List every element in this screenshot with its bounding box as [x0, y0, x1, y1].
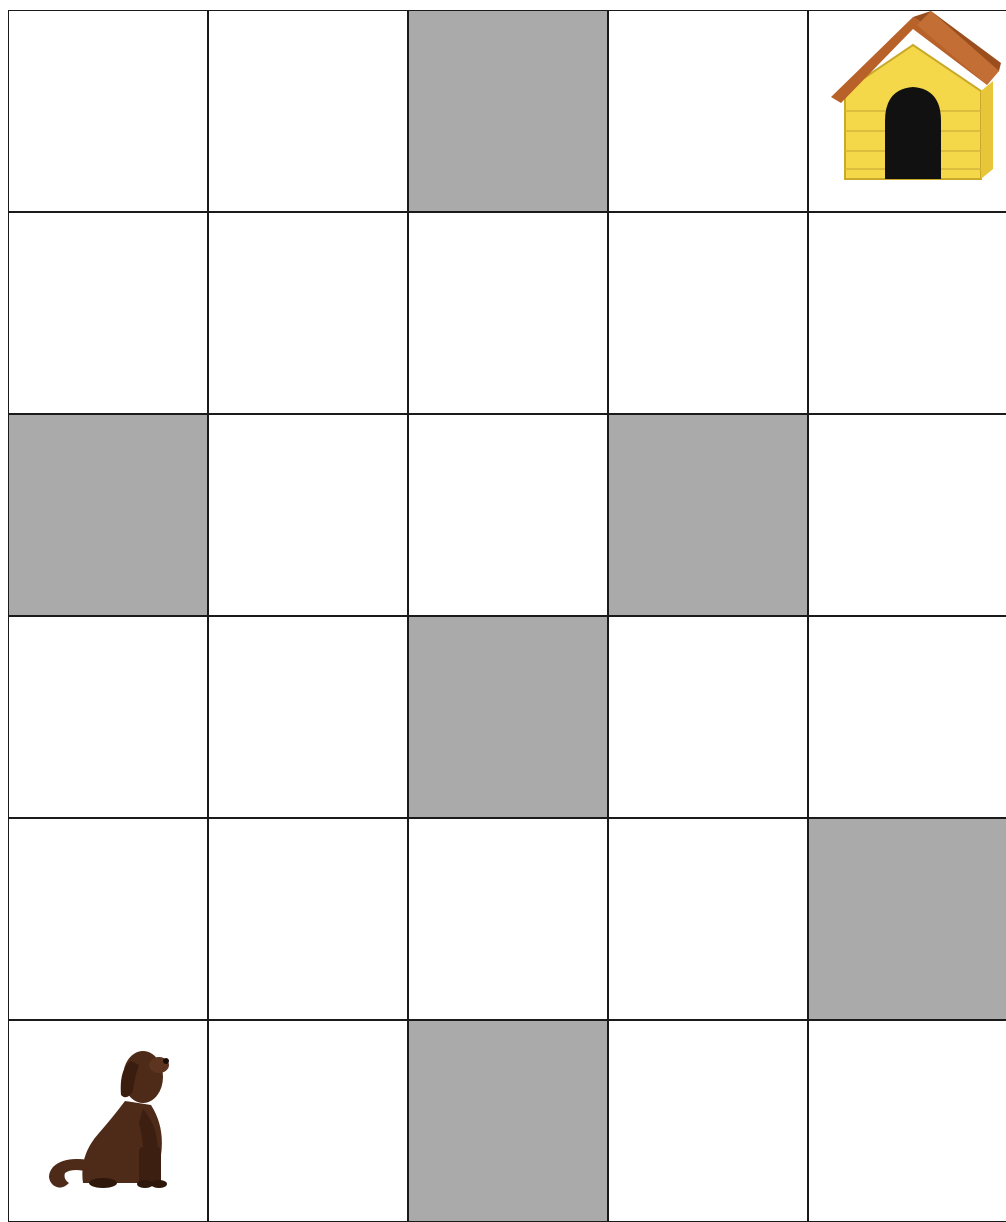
open-cell[interactable]: [608, 1020, 808, 1222]
blocked-cell[interactable]: [808, 818, 1006, 1020]
open-cell[interactable]: [208, 818, 408, 1020]
grid-row: [8, 10, 1006, 212]
open-cell[interactable]: [208, 1020, 408, 1222]
grid-row: [8, 818, 1006, 1020]
blocked-cell[interactable]: [408, 10, 608, 212]
open-cell[interactable]: [208, 414, 408, 616]
blocked-cell[interactable]: [8, 414, 208, 616]
open-cell[interactable]: [408, 212, 608, 414]
open-cell[interactable]: [408, 414, 608, 616]
open-cell[interactable]: [608, 616, 808, 818]
grid-row: [8, 1020, 1006, 1222]
open-cell[interactable]: [208, 212, 408, 414]
blocked-cell[interactable]: [608, 414, 808, 616]
open-cell[interactable]: [808, 616, 1006, 818]
dog-icon[interactable]: [43, 1043, 183, 1193]
open-cell[interactable]: [808, 1020, 1006, 1222]
blocked-cell[interactable]: [408, 616, 608, 818]
grid-row: [8, 414, 1006, 616]
open-cell[interactable]: [808, 212, 1006, 414]
open-cell[interactable]: [8, 616, 208, 818]
grid-row: [8, 616, 1006, 818]
grid-row: [8, 212, 1006, 414]
open-cell[interactable]: [808, 10, 1006, 212]
open-cell[interactable]: [8, 10, 208, 212]
open-cell[interactable]: [208, 616, 408, 818]
open-cell[interactable]: [8, 1020, 208, 1222]
open-cell[interactable]: [608, 818, 808, 1020]
open-cell[interactable]: [608, 10, 808, 212]
doghouse-icon[interactable]: [831, 11, 1001, 191]
open-cell[interactable]: [208, 10, 408, 212]
blocked-cell[interactable]: [408, 1020, 608, 1222]
open-cell[interactable]: [608, 212, 808, 414]
open-cell[interactable]: [408, 818, 608, 1020]
open-cell[interactable]: [808, 414, 1006, 616]
open-cell[interactable]: [8, 212, 208, 414]
open-cell[interactable]: [8, 818, 208, 1020]
game-board: [8, 10, 1006, 1220]
